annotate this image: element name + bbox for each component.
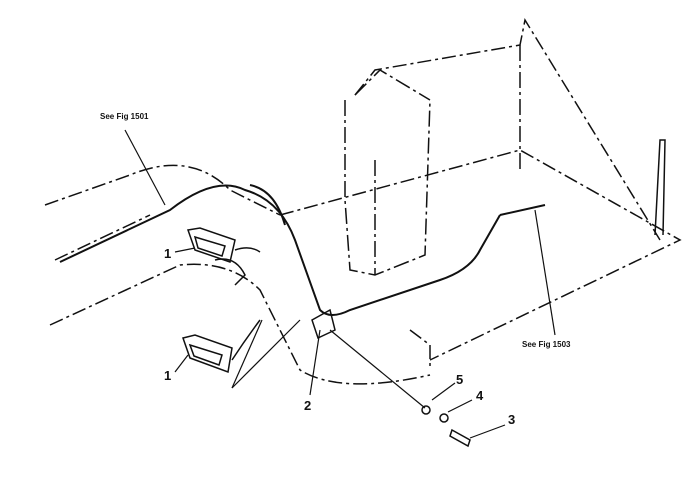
fender-outline [44, 17, 682, 385]
callout-2-bracket: 2 [304, 398, 312, 413]
leader-lines [124, 129, 556, 439]
callout-1-upper-lamp: 1 [164, 246, 172, 261]
hardware [421, 405, 471, 448]
seat-back [344, 45, 521, 276]
reference-fig-1503: See Fig 1503 [522, 340, 571, 349]
wiring-harness [59, 184, 546, 316]
lamp-upper [186, 227, 261, 286]
callout-3-bolt: 3 [508, 412, 516, 427]
callout-5-washer: 5 [456, 372, 464, 387]
bracket [311, 308, 336, 340]
lamp-lower [182, 319, 261, 374]
post [654, 139, 666, 236]
callout-1-lower-lamp: 1 [164, 368, 172, 383]
callout-4-lockwasher: 4 [476, 388, 484, 403]
reference-fig-1501: See Fig 1501 [100, 112, 149, 121]
